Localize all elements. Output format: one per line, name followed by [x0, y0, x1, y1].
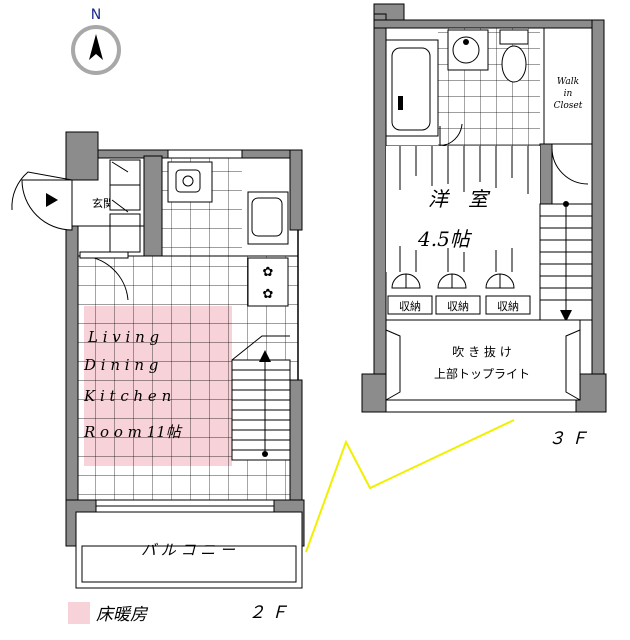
closet-door[interactable] [551, 147, 589, 185]
storage-label: 収納 [399, 300, 421, 313]
storage-label: 収納 [447, 300, 469, 313]
bathtub [385, 39, 439, 137]
legend: 床暖房 [68, 602, 149, 625]
svg-text:4.5帖: 4.5帖 [417, 227, 473, 251]
shoe-cabinet [109, 159, 141, 253]
western-room [386, 146, 540, 272]
storage-doors[interactable] [391, 273, 515, 289]
entrance-label: 玄関 [92, 196, 114, 210]
walk-in-closet: Walk in Closet [543, 27, 593, 185]
entrance-door[interactable] [11, 171, 73, 231]
floor2-stairs [231, 335, 291, 461]
gas-stove [167, 161, 213, 203]
compass-label: N [91, 7, 101, 23]
balcony-label: バ ル コ ニ ー [141, 541, 236, 559]
svg-text:K i t c h e n: K i t c h e n [83, 387, 171, 405]
kitchen-window [167, 149, 243, 159]
wash-basin [447, 29, 489, 71]
svg-text:in: in [564, 89, 573, 99]
svg-text:Closet: Closet [554, 101, 583, 111]
entrance-arrow-icon [46, 193, 58, 207]
ldk-label: L i v i n g D i n i n g K i t c h e n R … [83, 328, 183, 441]
floor-heating-swatch [68, 602, 90, 624]
burner-icon: ✿ [263, 265, 274, 280]
svg-text:Walk: Walk [557, 77, 579, 87]
storage-label: 収納 [497, 300, 519, 313]
floor-heating-legend-label: 床暖房 [96, 605, 149, 625]
svg-text:L i v i n g: L i v i n g [87, 328, 159, 346]
floor-connector-line [305, 419, 515, 553]
floor3-walls [361, 3, 607, 413]
burner-icon: ✿ [263, 287, 274, 302]
floor3-plan: Walk in Closet [361, 3, 607, 413]
storage-row: 収納 収納 収納 [387, 295, 531, 315]
balcony [75, 511, 303, 589]
floor3-label: ３ Ｆ [548, 429, 587, 449]
svg-text:上部トップライト: 上部トップライト [434, 366, 530, 381]
room-floor-lines [399, 146, 529, 272]
kitchen-sink [247, 191, 289, 245]
floor2-plan: 玄関 ✿ ✿ [11, 131, 305, 589]
floor3-stairs [539, 201, 593, 322]
cooktop: ✿ ✿ [247, 257, 289, 307]
north-arrow-icon [89, 34, 103, 60]
floor2-label: ２ Ｆ [248, 603, 287, 623]
western-room-label: 洋 室 4.5帖 [417, 187, 491, 251]
svg-text:R o o m 11帖: R o o m 11帖 [83, 423, 183, 441]
toilet [499, 29, 529, 83]
svg-text:吹 き 抜 け: 吹 き 抜 け [452, 345, 511, 359]
compass: N [71, 7, 121, 75]
svg-text:D i n i n g: D i n i n g [83, 356, 158, 374]
void-area: 吹 き 抜 け 上部トップライト [385, 319, 581, 401]
svg-text:洋 室: 洋 室 [428, 187, 491, 211]
